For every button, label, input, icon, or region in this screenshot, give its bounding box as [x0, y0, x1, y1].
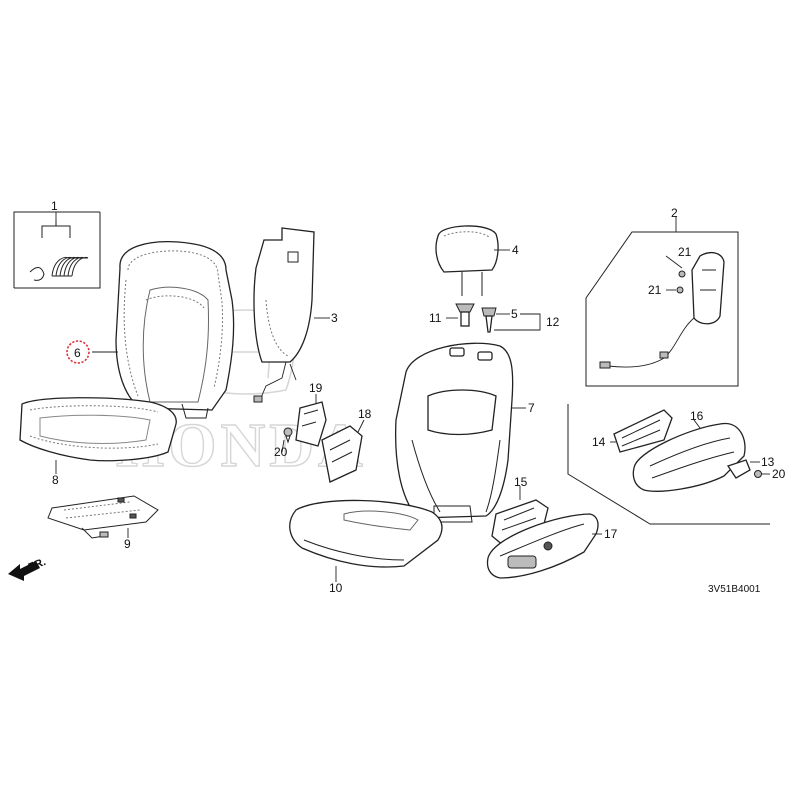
callout-20-left[interactable]: 20	[274, 445, 288, 459]
arrow-left-icon	[8, 561, 40, 581]
part-8-seat-cushion-cover	[19, 397, 177, 462]
callout-19[interactable]: 19	[309, 381, 323, 395]
part-20-screw-left	[283, 427, 293, 444]
callout-13[interactable]: 13	[761, 455, 775, 469]
callout-20-right[interactable]: 20	[772, 467, 786, 481]
callout-15[interactable]: 15	[514, 475, 528, 489]
part-3-back-pad	[253, 227, 315, 403]
callout-1[interactable]: 1	[51, 199, 58, 213]
part-10-seat-cushion-pad	[289, 499, 443, 568]
front-direction-marker: FR.	[8, 556, 48, 581]
part-1-spring-assembly	[13, 211, 101, 289]
svg-text:20: 20	[274, 445, 288, 459]
part-20-screw-right	[754, 470, 762, 478]
svg-text:9: 9	[124, 537, 131, 551]
svg-text:3: 3	[331, 311, 338, 325]
svg-text:4: 4	[512, 243, 519, 257]
svg-text:15: 15	[514, 475, 528, 489]
callout-16[interactable]: 16	[690, 409, 704, 423]
svg-text:17: 17	[604, 527, 618, 541]
part-19-trim-cover	[295, 401, 327, 447]
callout-14[interactable]: 14	[592, 435, 606, 449]
svg-text:7: 7	[528, 401, 535, 415]
callout-12[interactable]: 12	[546, 315, 560, 329]
svg-text:14: 14	[592, 435, 606, 449]
part-7-seat-back-pad	[395, 342, 514, 523]
callout-21-bottom[interactable]: 21	[648, 283, 662, 297]
inner-side-trim-group	[567, 404, 770, 525]
svg-text:18: 18	[358, 407, 372, 421]
highlight-ring	[66, 340, 90, 364]
part-11-headrest-guide	[455, 303, 475, 327]
svg-text:12: 12	[546, 315, 560, 329]
callout-11[interactable]: 11	[429, 311, 442, 325]
callout-17[interactable]: 17	[604, 527, 618, 541]
part-5-headrest-guide	[481, 307, 497, 333]
svg-text:5: 5	[511, 307, 518, 321]
callout-21-top[interactable]: 21	[678, 245, 692, 259]
svg-text:21: 21	[648, 283, 662, 297]
svg-text:1: 1	[51, 199, 58, 213]
leader-lines	[55, 212, 770, 582]
svg-text:19: 19	[309, 381, 323, 395]
svg-text:2: 2	[671, 206, 678, 220]
figure-code: 3V51B4001	[708, 584, 761, 595]
svg-text:13: 13	[761, 455, 775, 469]
svg-text:16: 16	[690, 409, 704, 423]
svg-text:11: 11	[429, 311, 442, 325]
coil-spring	[51, 256, 89, 277]
svg-text:FR.: FR.	[27, 556, 48, 574]
part-14-recliner-cover	[613, 409, 673, 453]
callout-2[interactable]: 2	[671, 206, 678, 220]
callout-3[interactable]: 3	[331, 311, 338, 325]
part-13-bracket	[726, 459, 751, 479]
callout-5[interactable]: 5	[511, 307, 518, 321]
callout-6-highlighted[interactable]: 6	[66, 340, 90, 364]
callout-18[interactable]: 18	[358, 407, 372, 421]
svg-text:20: 20	[772, 467, 786, 481]
callout-4[interactable]: 4	[512, 243, 519, 257]
svg-text:21: 21	[678, 245, 692, 259]
callout-7[interactable]: 7	[528, 401, 535, 415]
part-9-heater-mat	[47, 495, 159, 539]
part-16-inner-trim	[632, 422, 746, 492]
part-4-headrest	[435, 225, 499, 296]
svg-text:6: 6	[74, 346, 81, 360]
part-2-side-airbag-assembly	[585, 224, 739, 387]
part-6-seat-back-cover	[115, 240, 235, 419]
part-18-trim-cover	[321, 425, 363, 483]
callout-9[interactable]: 9	[124, 537, 131, 551]
callout-8[interactable]: 8	[52, 473, 59, 487]
svg-text:8: 8	[52, 473, 59, 487]
svg-text:10: 10	[329, 581, 343, 595]
callout-10[interactable]: 10	[329, 581, 343, 595]
